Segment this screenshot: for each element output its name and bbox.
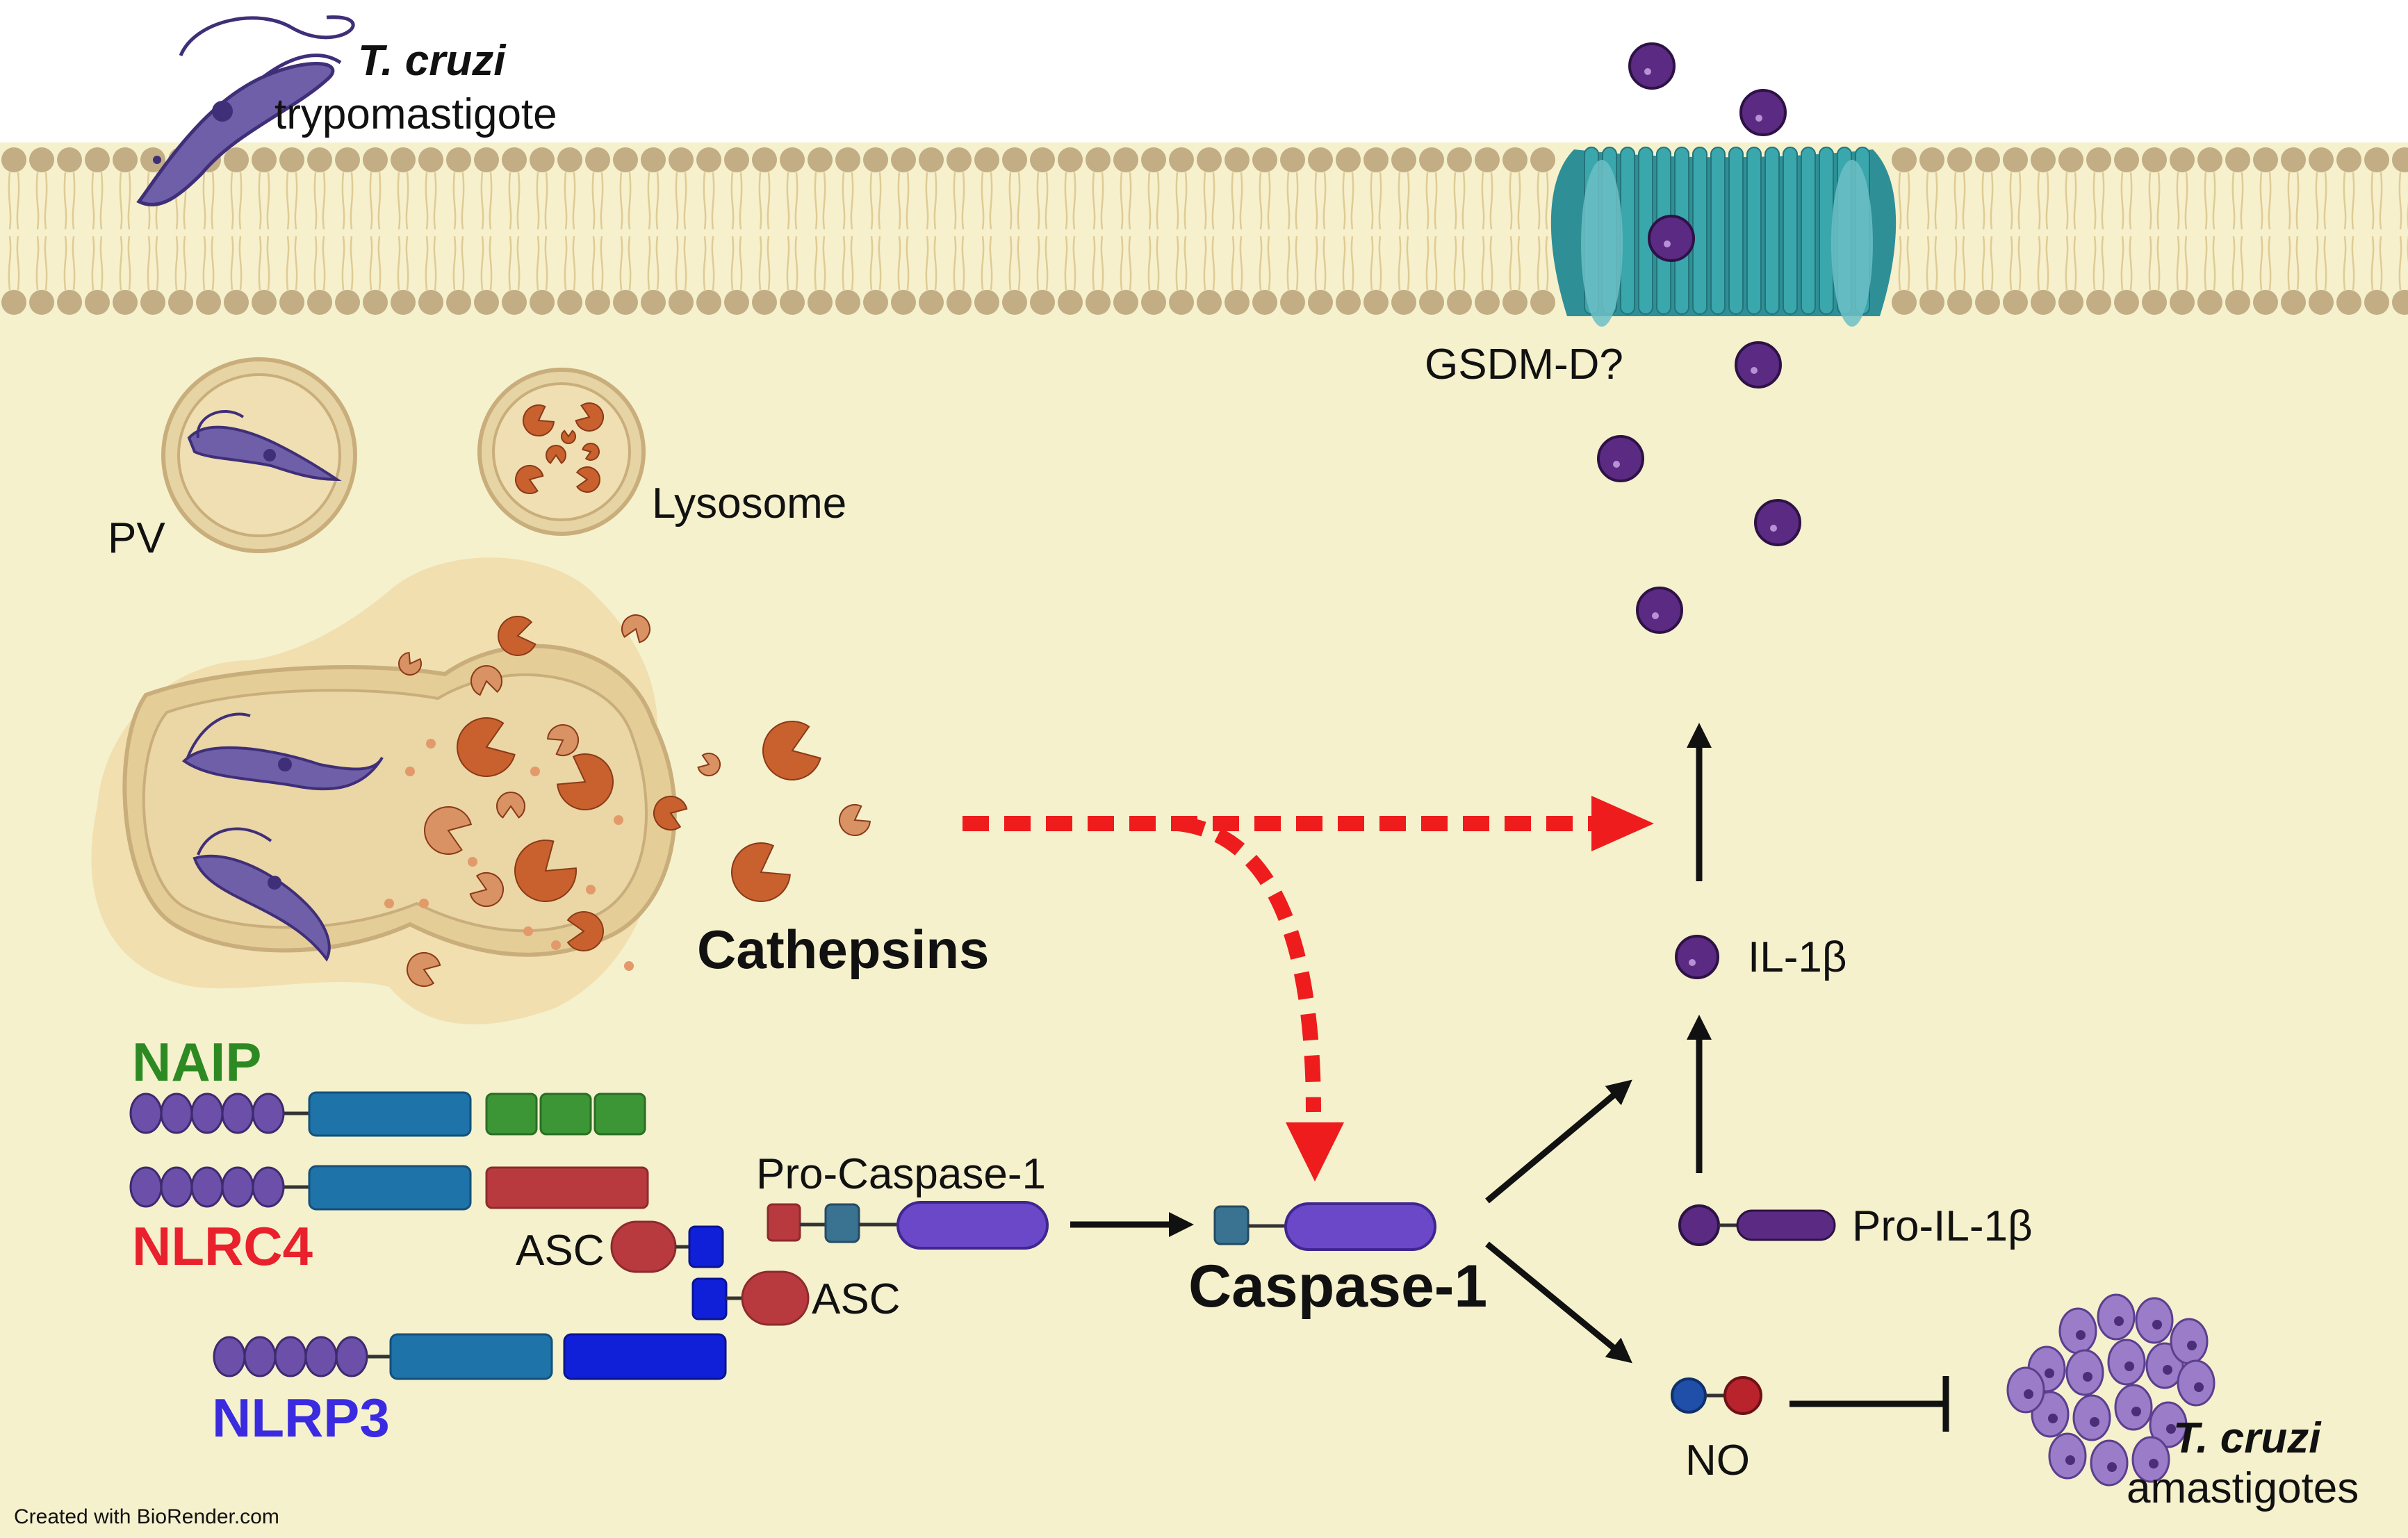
cathepsin-activation-arrow bbox=[963, 796, 1654, 1181]
il1b-label: IL-1β bbox=[1748, 933, 1847, 981]
naip-receptor bbox=[129, 1091, 646, 1137]
caspase1 bbox=[1213, 1202, 1436, 1251]
parasitophorous-vacuole-icon bbox=[161, 357, 357, 553]
credit-text: Created with BioRender.com bbox=[14, 1505, 279, 1528]
pv-label: PV bbox=[108, 514, 165, 562]
lysosome-icon bbox=[477, 368, 646, 536]
lysosome-label: Lysosome bbox=[652, 480, 846, 527]
amastigotes-label: amastigotes bbox=[2127, 1464, 2359, 1512]
pro-il1b bbox=[1678, 1204, 1836, 1246]
pro-caspase1-label: Pro-Caspase-1 bbox=[756, 1150, 1046, 1198]
trypomastigote-icon bbox=[136, 15, 355, 206]
plasma-membrane bbox=[0, 147, 2408, 315]
nlrp3-receptor bbox=[213, 1333, 727, 1380]
tcruzi-title: T. cruzi bbox=[358, 37, 507, 85]
extracellular-space bbox=[0, 0, 2408, 142]
arrow-to-il1b bbox=[1485, 1079, 1632, 1204]
no-label: NO bbox=[1685, 1437, 1750, 1484]
cathepsin-icon bbox=[653, 721, 871, 902]
naip-label: NAIP bbox=[132, 1031, 261, 1093]
nitric-oxide-icon bbox=[1671, 1376, 1762, 1415]
il1b-icon bbox=[1675, 935, 1719, 979]
asc-top-label: ASC bbox=[516, 1227, 604, 1275]
nlrc4-label: NLRC4 bbox=[132, 1216, 313, 1277]
trypomastigote-label: trypomastigote bbox=[275, 90, 557, 138]
nlrp3-label: NLRP3 bbox=[212, 1387, 390, 1448]
pro-caspase1 bbox=[767, 1201, 1049, 1250]
asc-top bbox=[610, 1220, 724, 1273]
inhibition-line bbox=[1789, 1376, 1949, 1432]
asc-bottom-label: ASC bbox=[812, 1275, 900, 1323]
gasdermin-pore-icon bbox=[1550, 147, 1897, 327]
nlrc4-receptor bbox=[129, 1165, 649, 1211]
amastigote-title: T. cruzi bbox=[2173, 1414, 2322, 1462]
pro-il1b-label: Pro-IL-1β bbox=[1852, 1202, 2033, 1250]
cathepsins-label: Cathepsins bbox=[697, 919, 989, 980]
ruptured-vacuole-icon bbox=[91, 557, 677, 1024]
gsdmd-label: GSDM-D? bbox=[1425, 341, 1623, 388]
secreted-il1b bbox=[1597, 42, 1801, 634]
arrow-to-no bbox=[1485, 1241, 1632, 1364]
caspase1-label: Caspase-1 bbox=[1188, 1253, 1487, 1320]
asc-bottom bbox=[691, 1270, 810, 1326]
amastigote-cluster-icon bbox=[2006, 1293, 2215, 1487]
